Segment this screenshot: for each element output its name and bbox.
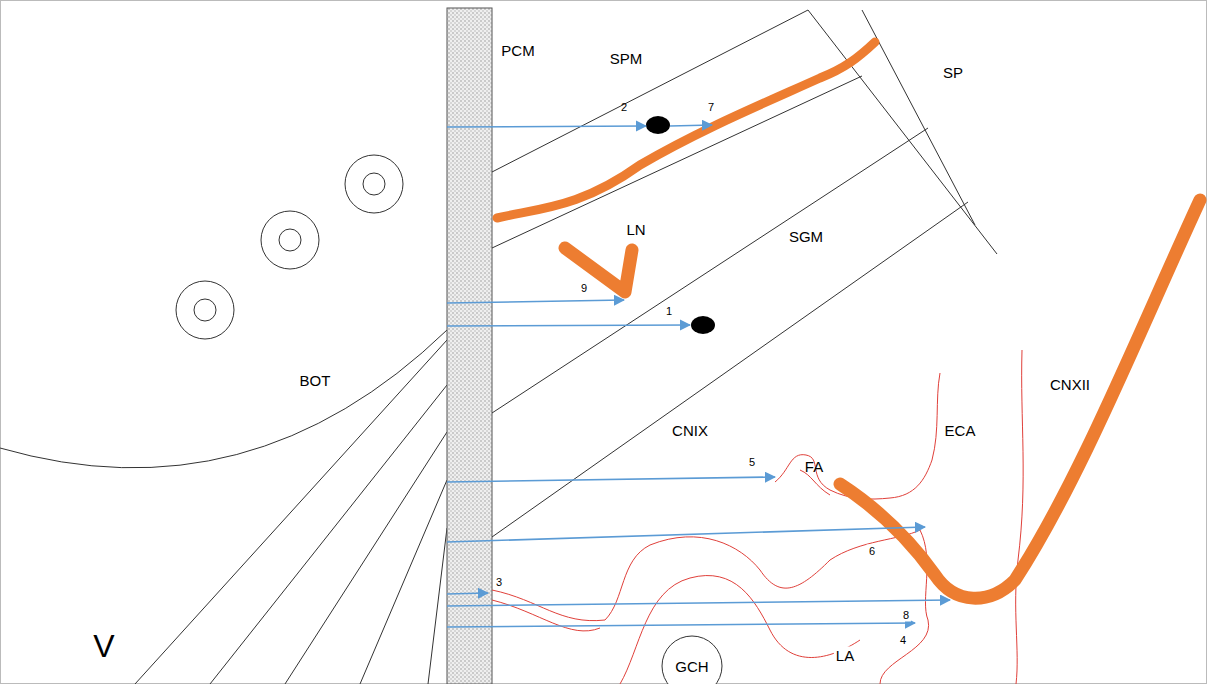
base-of-tongue bbox=[0, 330, 447, 468]
part-label: BOT bbox=[298, 372, 333, 389]
callout-number: 8 bbox=[901, 609, 911, 622]
part-label: ECA bbox=[943, 422, 978, 439]
ganglion-dots bbox=[646, 116, 715, 334]
pharyngeal-constrictor bbox=[447, 8, 492, 684]
callout-number: 2 bbox=[619, 101, 629, 114]
course-arrows bbox=[447, 125, 950, 627]
part-label: LA bbox=[834, 647, 856, 664]
structure-circle bbox=[662, 636, 722, 684]
callout-number: 4 bbox=[898, 634, 908, 647]
part-label: SP bbox=[941, 64, 965, 81]
callout-number: 1 bbox=[664, 305, 674, 318]
lingual-tonsil-follicles bbox=[176, 155, 403, 339]
callout-number: 3 bbox=[494, 576, 504, 589]
part-label: LN bbox=[624, 221, 647, 238]
arteries bbox=[492, 350, 1023, 684]
part-label: PCM bbox=[499, 42, 536, 59]
part-label: GCH bbox=[673, 658, 710, 675]
part-label: CNIX bbox=[670, 422, 710, 439]
callout-number: 5 bbox=[747, 456, 757, 469]
part-label: SGM bbox=[787, 228, 825, 245]
callout-number: 7 bbox=[706, 101, 716, 114]
callout-number: 9 bbox=[579, 282, 589, 295]
muscle-outlines bbox=[492, 10, 997, 537]
part-label: V bbox=[91, 629, 116, 663]
callout-number: 6 bbox=[867, 545, 877, 558]
part-label: SPM bbox=[608, 50, 645, 67]
part-label: CNXII bbox=[1048, 376, 1092, 393]
part-label: FA bbox=[803, 458, 825, 475]
